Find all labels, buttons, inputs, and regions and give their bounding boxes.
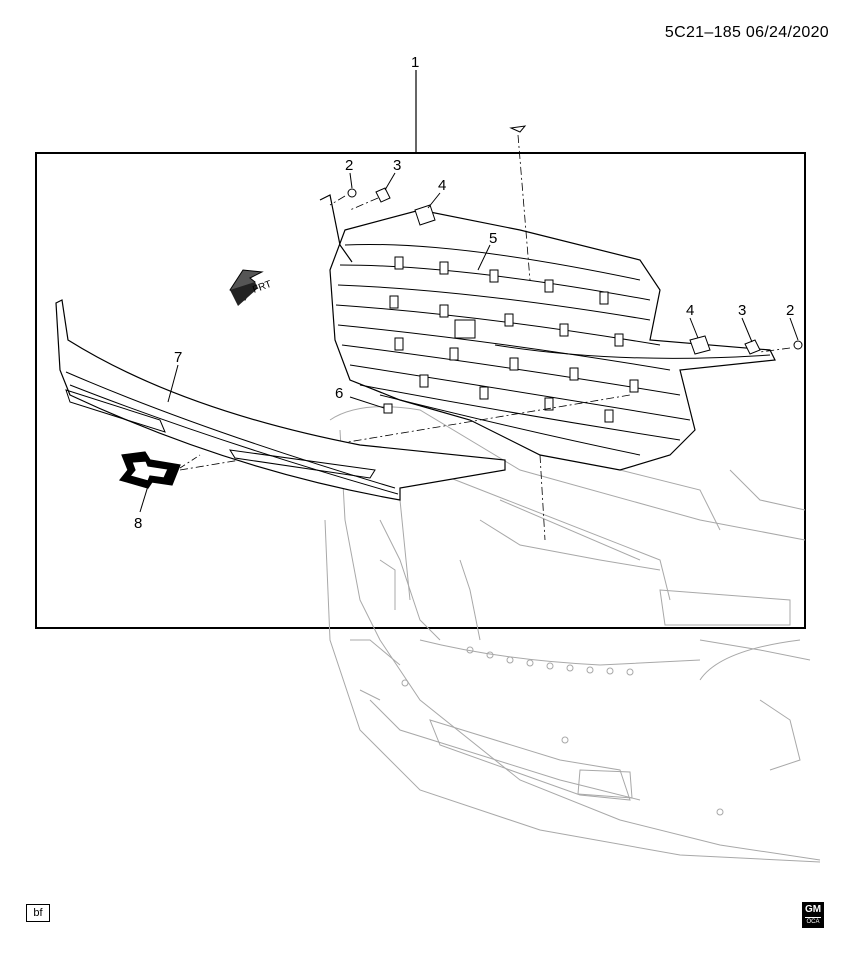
callout-7: 7 — [174, 349, 182, 366]
lower-molding — [55, 299, 506, 501]
callout-4-left: 4 — [438, 177, 446, 194]
molding-details — [65, 371, 399, 495]
callout-4-right: 4 — [686, 302, 694, 319]
front-arrow-icon — [229, 269, 264, 306]
grille-clips — [389, 256, 639, 423]
callout-8: 8 — [134, 515, 142, 532]
callout-6: 6 — [335, 385, 343, 402]
callout-2-right: 2 — [786, 302, 794, 319]
callout-frame — [35, 152, 806, 629]
diagram-code: 5C21–185 06/24/2020 — [664, 24, 829, 41]
callout-5: 5 — [489, 230, 497, 247]
callout-3-left: 3 — [393, 157, 401, 174]
gm-logo-text: GM — [804, 904, 822, 915]
callout-1: 1 — [411, 54, 419, 71]
gm-logo-subtext: OCA — [805, 917, 821, 925]
callout-3-right: 3 — [738, 302, 746, 319]
fasteners — [347, 125, 803, 414]
footer-tag: bf — [26, 904, 50, 922]
gm-logo-icon: GM OCA — [802, 902, 824, 928]
grille-assembly — [329, 209, 776, 471]
grille-slats — [335, 243, 771, 456]
bowtie-emblem-icon — [118, 451, 181, 489]
vehicle-front-ghost — [324, 406, 821, 863]
callout-2-left: 2 — [345, 157, 353, 174]
vehicle-holes — [401, 646, 724, 816]
